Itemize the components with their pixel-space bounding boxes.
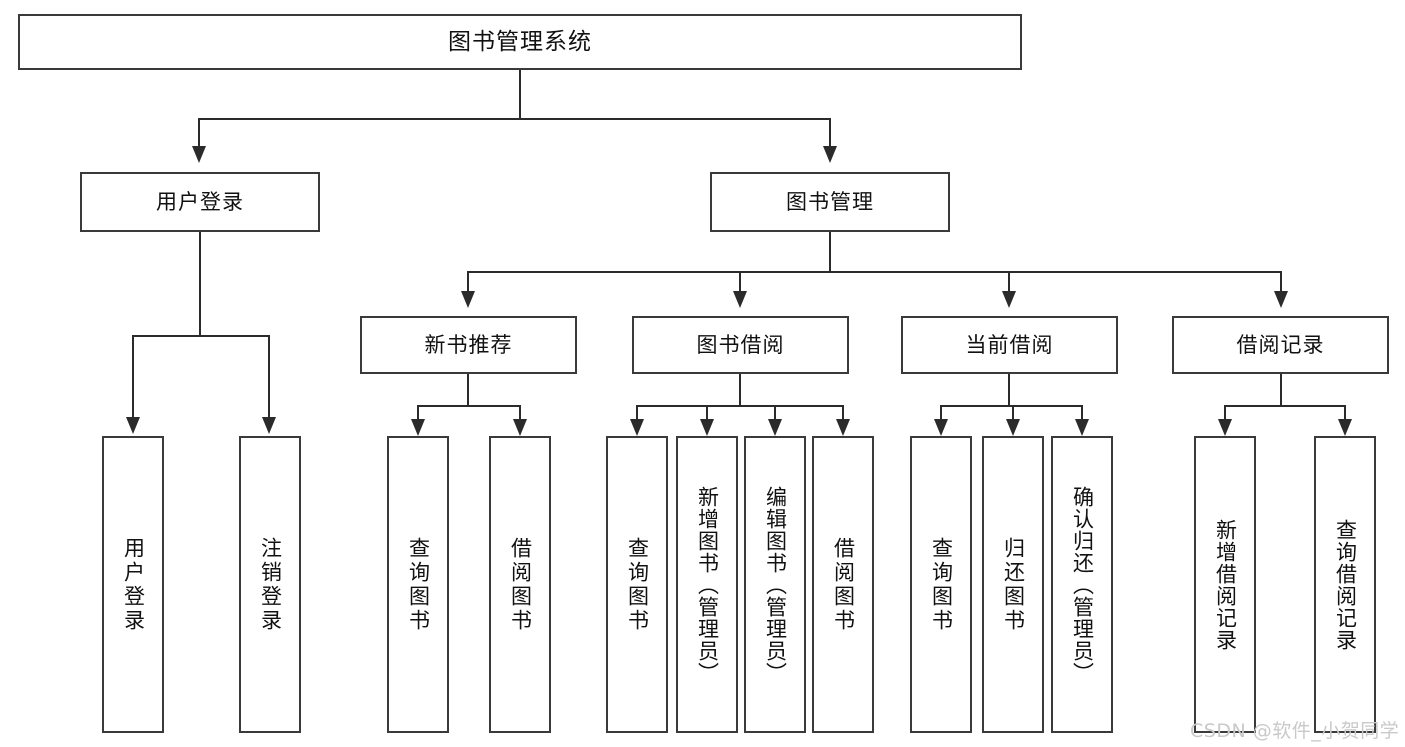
- arrowhead-bb-leaf-3: [768, 419, 782, 436]
- leaf-user-login[interactable]: 用户登录: [102, 436, 164, 733]
- leaf-label: 用户登录: [121, 536, 146, 633]
- leaf-label: 查询图书: [625, 536, 650, 633]
- arrowhead-br-leaf-1: [1218, 419, 1232, 436]
- connector-br-leaf-1: [1224, 405, 1226, 421]
- arrowhead-bb-leaf-1: [630, 419, 644, 436]
- connector-user-login-stem: [199, 232, 201, 336]
- connector-user-login-leaf-1: [132, 335, 134, 419]
- arrowhead-br-leaf-2: [1338, 419, 1352, 436]
- leaf-label: 查询图书: [929, 536, 954, 633]
- node-label: 借阅记录: [1236, 332, 1325, 357]
- arrowhead-cb-leaf-1: [934, 419, 948, 436]
- connector-br-leaf-2: [1344, 405, 1346, 421]
- connector-borrow-record-stem: [1280, 374, 1282, 406]
- node-user-login[interactable]: 用户登录: [80, 172, 320, 232]
- connector-user-login-bar: [132, 335, 269, 337]
- arrowhead-nbr-leaf-1: [411, 419, 425, 436]
- arrowhead-borrow-record: [1274, 291, 1288, 308]
- connector-bb-leaf-3: [774, 405, 776, 421]
- connector-borrow-record-bar: [1224, 405, 1346, 407]
- leaf-cb-confirm-return-admin[interactable]: 确认归还（管理员）: [1051, 436, 1113, 733]
- connector-root-to-user-login: [198, 118, 200, 148]
- connector-new-book-rec-stem: [467, 374, 469, 406]
- arrowhead-new-book-rec: [461, 291, 475, 308]
- connector-nbr-leaf-1: [417, 405, 419, 421]
- leaf-label: 借阅图书: [508, 536, 533, 633]
- leaf-bb-add-book-admin[interactable]: 新增图书（管理员）: [676, 436, 738, 733]
- arrowhead-bb-leaf-4: [836, 419, 850, 436]
- node-book-management[interactable]: 图书管理: [710, 172, 950, 232]
- node-book-borrow[interactable]: 图书借阅: [632, 316, 849, 374]
- node-new-book-recommendation[interactable]: 新书推荐: [360, 316, 577, 374]
- connector-new-book-rec-bar: [417, 405, 521, 407]
- arrowhead-nbr-leaf-2: [513, 419, 527, 436]
- connector-book-manage-stem: [829, 232, 831, 272]
- connector-to-book-borrow: [739, 271, 741, 293]
- leaf-bb-borrow-book[interactable]: 借阅图书: [812, 436, 874, 733]
- connector-nbr-leaf-2: [519, 405, 521, 421]
- connector-cb-leaf-1: [940, 405, 942, 421]
- leaf-label: 新增图书（管理员）: [695, 485, 720, 684]
- leaf-cb-query-book[interactable]: 查询图书: [910, 436, 972, 733]
- leaf-label: 新增借阅记录: [1213, 518, 1238, 651]
- node-label: 当前借阅: [965, 332, 1054, 357]
- connector-root-bar: [198, 118, 830, 120]
- arrowhead-cb-leaf-2: [1006, 419, 1020, 436]
- connector-level3-bar: [467, 271, 1281, 273]
- node-label: 图书管理系统: [448, 28, 592, 55]
- arrowhead-book-borrow: [733, 291, 747, 308]
- node-borrow-record[interactable]: 借阅记录: [1172, 316, 1389, 374]
- leaf-label: 确认归还（管理员）: [1070, 485, 1095, 684]
- arrowhead-bb-leaf-2: [700, 419, 714, 436]
- leaf-cb-return-book[interactable]: 归还图书: [982, 436, 1044, 733]
- node-label: 新书推荐: [424, 332, 513, 357]
- leaf-label: 归还图书: [1001, 536, 1026, 633]
- leaf-label: 编辑图书（管理员）: [763, 485, 788, 684]
- leaf-label: 借阅图书: [831, 536, 856, 633]
- node-label: 图书借阅: [696, 332, 785, 357]
- connector-cb-leaf-2: [1012, 405, 1014, 421]
- connector-bb-leaf-2: [706, 405, 708, 421]
- connector-root-stem: [519, 70, 521, 118]
- leaf-label: 查询借阅记录: [1333, 518, 1358, 651]
- arrowhead-current-borrow: [1002, 291, 1016, 308]
- connector-to-new-book-rec: [467, 271, 469, 293]
- arrowhead-cb-leaf-3: [1075, 419, 1089, 436]
- connector-current-borrow-stem: [1008, 374, 1010, 406]
- leaf-logout[interactable]: 注销登录: [239, 436, 301, 733]
- arrowhead-leaf-user-login: [126, 417, 140, 434]
- connector-bb-leaf-4: [842, 405, 844, 421]
- node-current-borrow[interactable]: 当前借阅: [901, 316, 1118, 374]
- connector-bb-leaf-1: [636, 405, 638, 421]
- connector-current-borrow-bar: [940, 405, 1082, 407]
- connector-user-login-leaf-2: [268, 335, 270, 419]
- leaf-label: 注销登录: [258, 536, 283, 633]
- connector-book-borrow-stem: [739, 374, 741, 406]
- leaf-bb-query-book[interactable]: 查询图书: [606, 436, 668, 733]
- connector-to-current-borrow: [1008, 271, 1010, 293]
- leaf-br-add-record[interactable]: 新增借阅记录: [1194, 436, 1256, 733]
- node-label: 图书管理: [786, 189, 874, 214]
- arrowhead-leaf-logout: [262, 417, 276, 434]
- leaf-nbr-borrow-book[interactable]: 借阅图书: [489, 436, 551, 733]
- connector-cb-leaf-3: [1081, 405, 1083, 421]
- leaf-label: 查询图书: [406, 536, 431, 633]
- leaf-nbr-query-book[interactable]: 查询图书: [387, 436, 449, 733]
- leaf-bb-edit-book-admin[interactable]: 编辑图书（管理员）: [744, 436, 806, 733]
- connector-to-borrow-record: [1280, 271, 1282, 293]
- leaf-br-query-record[interactable]: 查询借阅记录: [1314, 436, 1376, 733]
- connector-book-borrow-bar: [636, 405, 844, 407]
- arrowhead-user-login: [192, 146, 206, 163]
- node-root-book-management-system[interactable]: 图书管理系统: [18, 14, 1022, 70]
- node-label: 用户登录: [156, 189, 244, 214]
- arrowhead-book-manage: [823, 146, 837, 163]
- connector-root-to-book-manage: [829, 118, 831, 148]
